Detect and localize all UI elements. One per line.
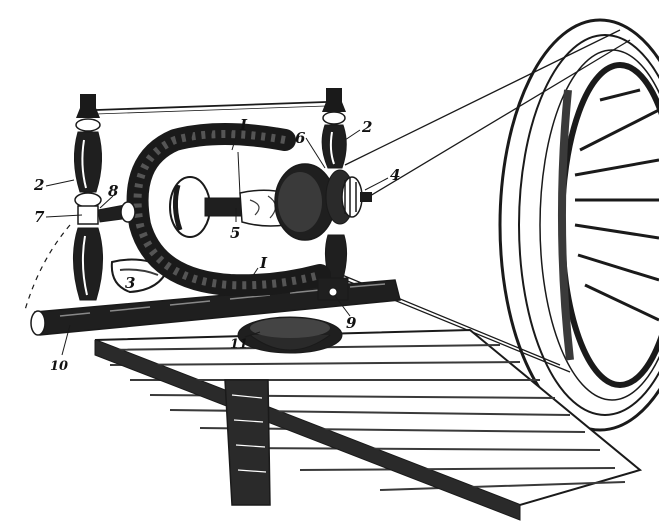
label-orifice-bar: 6	[295, 129, 306, 147]
whorl-part	[274, 163, 372, 241]
right-maiden	[321, 88, 348, 283]
part-labels: I I 2 2 4 5 6 7 8 9 10 11 3	[33, 116, 400, 374]
label-tension-knob: 11	[230, 337, 248, 352]
table-leg	[224, 379, 271, 506]
label-flyer-arm-bottom: I	[259, 254, 268, 272]
left-maiden	[72, 94, 104, 301]
orifice-part	[97, 201, 136, 223]
label-bearing-left: 8	[108, 182, 119, 200]
label-maiden-left: 2	[33, 176, 44, 194]
mother-of-all-bar	[30, 279, 401, 336]
label-mother-of-all: 10	[50, 359, 68, 374]
maiden-top-rod	[95, 101, 327, 111]
label-tension-screw: 9	[346, 314, 357, 332]
tension-knob-part	[237, 316, 343, 354]
label-leather-left: 7	[34, 208, 45, 226]
label-flyer-arm-top: I	[239, 116, 248, 134]
tension-screw-part	[317, 277, 349, 301]
label-bobbin: 5	[230, 224, 240, 242]
label-table-slot: 3	[125, 274, 135, 292]
flyer-horseshoe	[126, 123, 331, 297]
label-maiden-right: 2	[361, 118, 372, 136]
label-whorl-pulley: 4	[390, 166, 400, 184]
yarn-path	[24, 224, 71, 311]
wheel-spokes	[574, 88, 659, 322]
wheel-table	[94, 328, 643, 521]
drive-wheel	[498, 18, 659, 432]
leader-lines	[45, 129, 389, 356]
